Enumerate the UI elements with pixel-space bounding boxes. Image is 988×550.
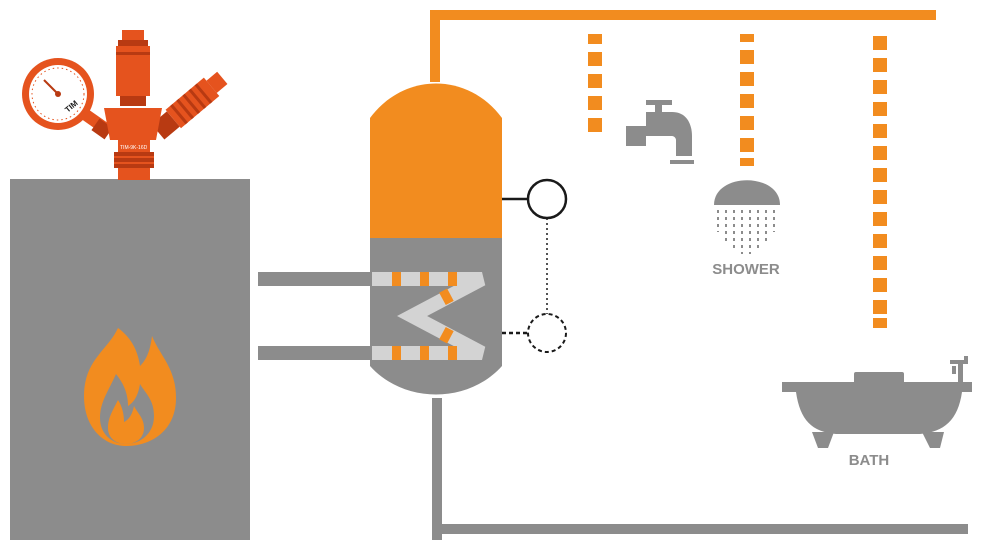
flame-icon xyxy=(84,328,176,446)
bathtub-icon xyxy=(782,356,972,448)
bath-label: BATH xyxy=(849,452,890,469)
bath-supply-drop xyxy=(873,36,887,328)
cold-water-pipe xyxy=(432,398,968,540)
heat-exchanger-coil xyxy=(372,272,486,360)
thermostat-sensor-lower xyxy=(502,218,567,353)
flow-return-pipes xyxy=(258,272,388,360)
pressure-gauge-icon: TIM xyxy=(22,58,94,130)
hot-water-pipe xyxy=(430,10,936,82)
valve-marking-label: TIM-9K-16D xyxy=(120,145,148,151)
shower-supply-drop xyxy=(740,34,754,166)
faucet-icon xyxy=(626,100,694,164)
thermostat-sensor-upper xyxy=(502,178,568,220)
shower-head-icon xyxy=(714,180,780,254)
tap-supply-drop xyxy=(588,34,602,132)
safety-valve-assembly-icon: TIM TIM-9K-16D xyxy=(22,30,228,180)
shower-label: SHOWER xyxy=(712,261,780,278)
